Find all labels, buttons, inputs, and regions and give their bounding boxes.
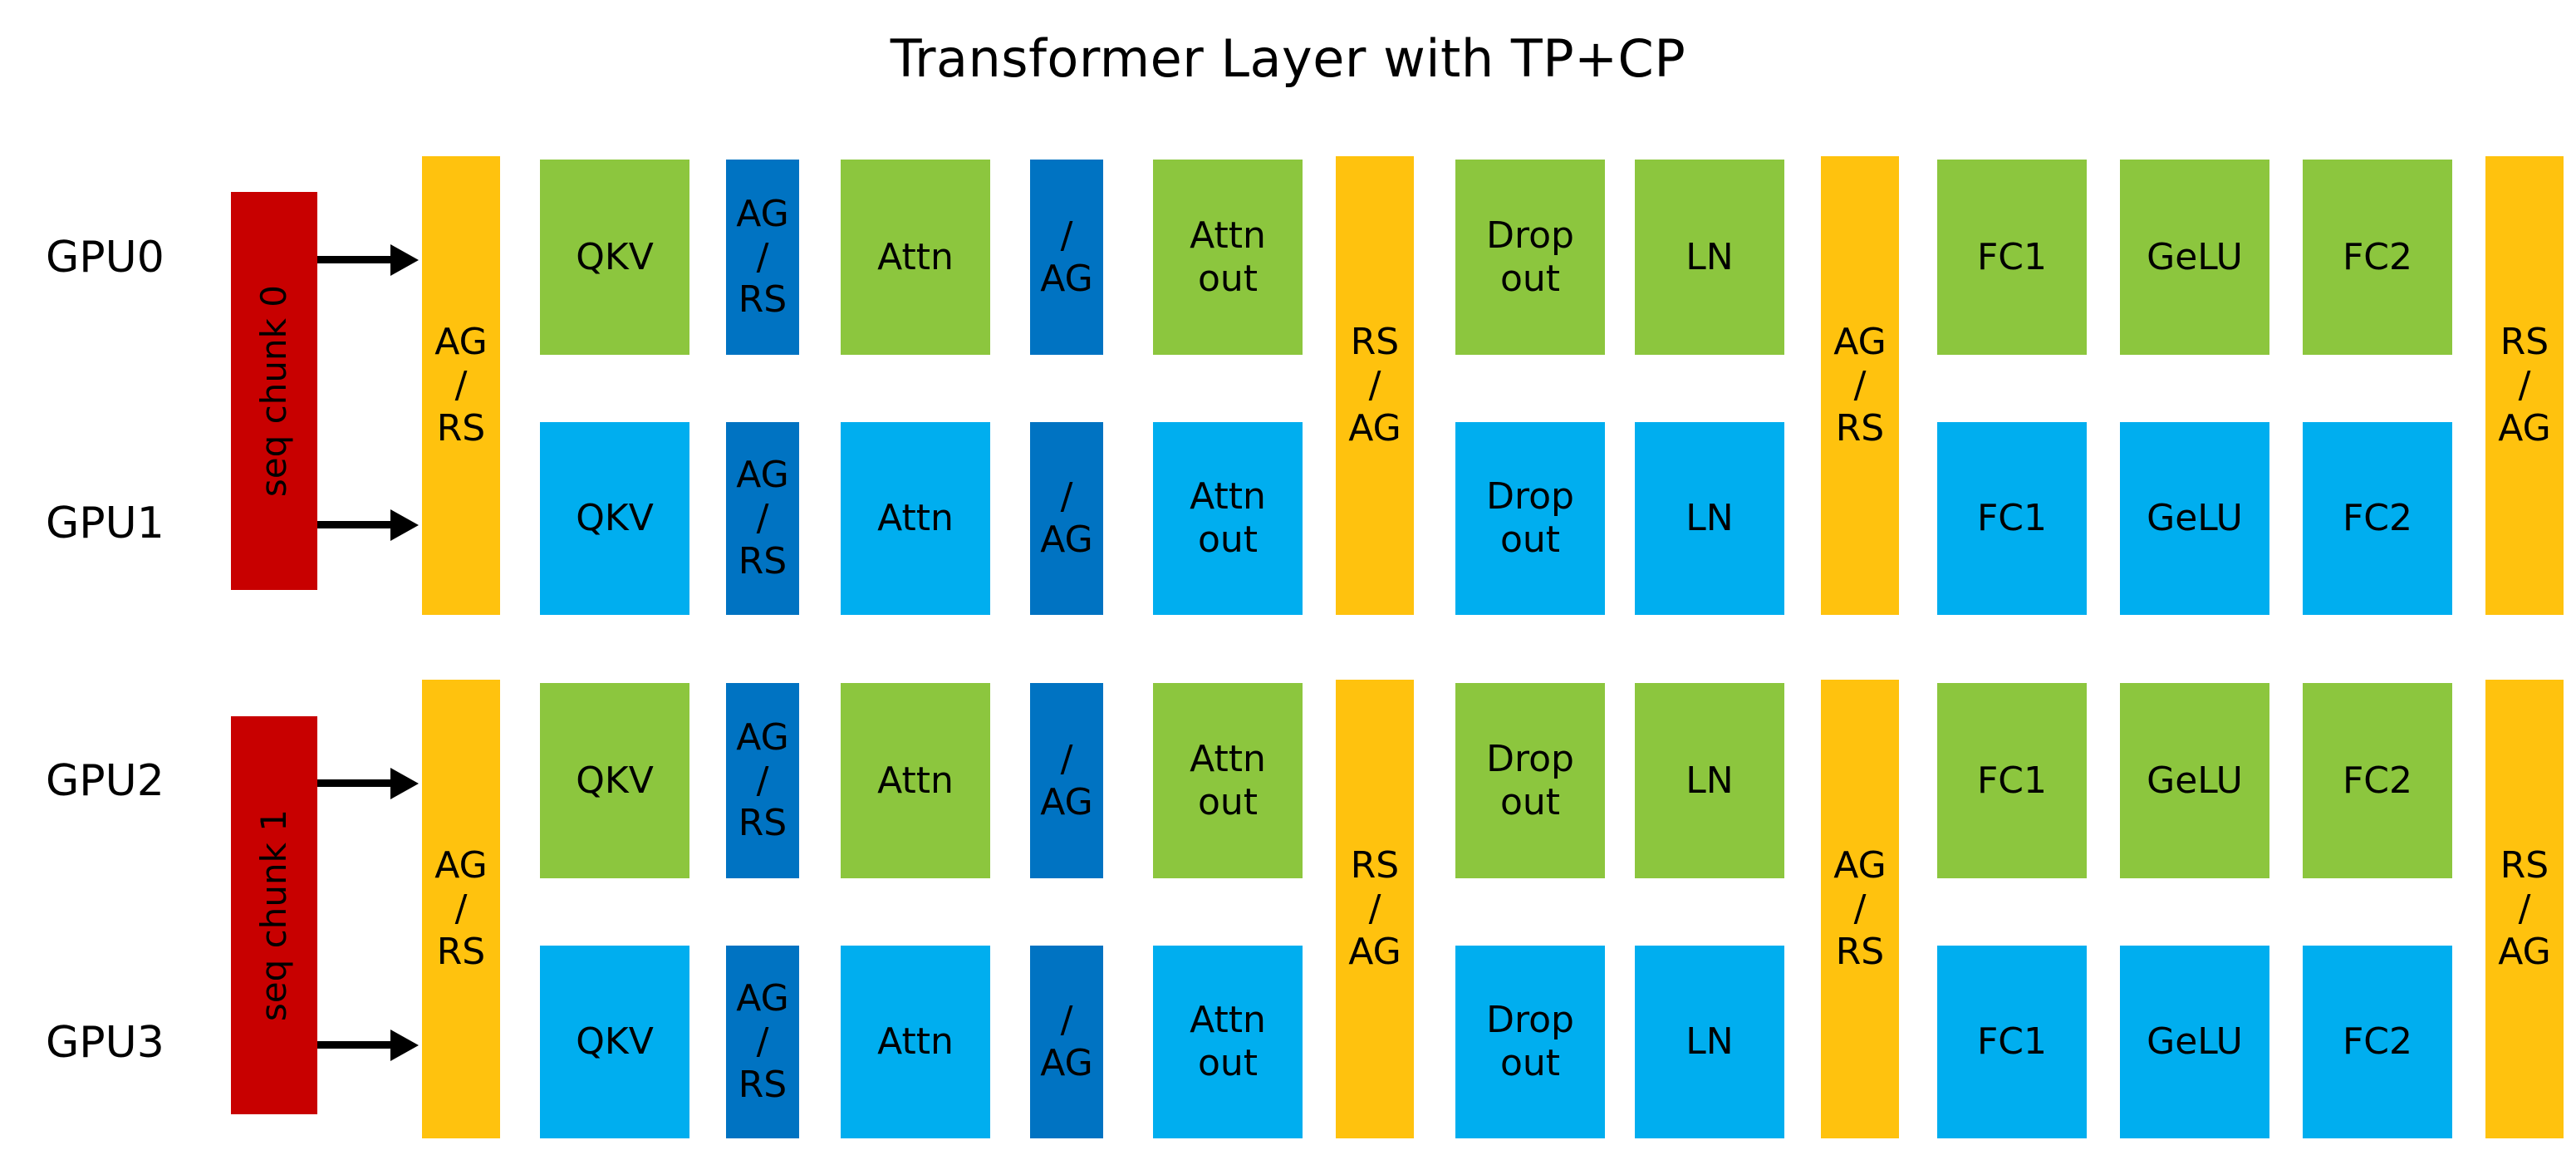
block-ag-gpu1: / AG bbox=[1030, 422, 1103, 615]
block-fc1-gpu2: FC1 bbox=[1937, 683, 2087, 878]
block-attn-gpu2: Attn bbox=[841, 683, 990, 878]
block-attn-gpu1: Attn bbox=[841, 422, 990, 615]
block-attn-gpu3: Attn bbox=[841, 946, 990, 1138]
block-ln-gpu3: LN bbox=[1635, 946, 1784, 1138]
block-fc1-gpu3: FC1 bbox=[1937, 946, 2087, 1138]
block-ag-rs-gpu2: AG / RS bbox=[726, 683, 799, 878]
block-ag-gpu2: / AG bbox=[1030, 683, 1103, 878]
block-attn-gpu0: Attn bbox=[841, 160, 990, 355]
block-ag-rs-gpu1: AG / RS bbox=[726, 422, 799, 615]
group-col-rs-ag-output-top: RS / AG bbox=[2485, 156, 2564, 615]
block-ln-gpu1: LN bbox=[1635, 422, 1784, 615]
group-col-rs-ag-attn-bottom: RS / AG bbox=[1336, 680, 1414, 1138]
block-fc1-gpu0: FC1 bbox=[1937, 160, 2087, 355]
block-attn-out-gpu3: Attn out bbox=[1153, 946, 1303, 1138]
block-gelu-gpu2: GeLU bbox=[2120, 683, 2269, 878]
group-col-ag-rs-input-bottom: AG / RS bbox=[422, 680, 500, 1138]
block-gelu-gpu3: GeLU bbox=[2120, 946, 2269, 1138]
block-dropout-gpu2: Drop out bbox=[1455, 683, 1605, 878]
block-fc2-gpu0: FC2 bbox=[2303, 160, 2452, 355]
block-dropout-gpu3: Drop out bbox=[1455, 946, 1605, 1138]
gpu-label-2: GPU2 bbox=[46, 756, 164, 806]
group-col-ag-rs-mlp-top: AG / RS bbox=[1821, 156, 1899, 615]
block-ag-rs-gpu0: AG / RS bbox=[726, 160, 799, 355]
block-ag-gpu0: / AG bbox=[1030, 160, 1103, 355]
block-ag-gpu3: / AG bbox=[1030, 946, 1103, 1138]
group-col-rs-ag-attn-top: RS / AG bbox=[1336, 156, 1414, 615]
page-title: Transformer Layer with TP+CP bbox=[890, 28, 1686, 89]
seq-chunk-0-block: seq chunk 0 bbox=[231, 192, 317, 590]
group-col-rs-ag-output-bottom: RS / AG bbox=[2485, 680, 2564, 1138]
block-fc2-gpu2: FC2 bbox=[2303, 683, 2452, 878]
seq-chunk-0-label: seq chunk 0 bbox=[253, 284, 295, 498]
gpu-label-0: GPU0 bbox=[46, 233, 164, 283]
block-qkv-gpu3: QKV bbox=[540, 946, 689, 1138]
block-qkv-gpu1: QKV bbox=[540, 422, 689, 615]
block-dropout-gpu0: Drop out bbox=[1455, 160, 1605, 355]
seq-chunk-1-label: seq chunk 1 bbox=[253, 808, 295, 1022]
block-ln-gpu0: LN bbox=[1635, 160, 1784, 355]
block-ag-rs-gpu3: AG / RS bbox=[726, 946, 799, 1138]
group-col-ag-rs-input-top: AG / RS bbox=[422, 156, 500, 615]
block-attn-out-gpu2: Attn out bbox=[1153, 683, 1303, 878]
block-ln-gpu2: LN bbox=[1635, 683, 1784, 878]
block-attn-out-gpu1: Attn out bbox=[1153, 422, 1303, 615]
block-qkv-gpu0: QKV bbox=[540, 160, 689, 355]
block-fc2-gpu1: FC2 bbox=[2303, 422, 2452, 615]
gpu-label-3: GPU3 bbox=[46, 1018, 164, 1068]
block-gelu-gpu0: GeLU bbox=[2120, 160, 2269, 355]
block-fc1-gpu1: FC1 bbox=[1937, 422, 2087, 615]
block-qkv-gpu2: QKV bbox=[540, 683, 689, 878]
gpu-label-1: GPU1 bbox=[46, 499, 164, 548]
seq-chunk-1-block: seq chunk 1 bbox=[231, 716, 317, 1114]
block-gelu-gpu1: GeLU bbox=[2120, 422, 2269, 615]
block-dropout-gpu1: Drop out bbox=[1455, 422, 1605, 615]
block-attn-out-gpu0: Attn out bbox=[1153, 160, 1303, 355]
block-fc2-gpu3: FC2 bbox=[2303, 946, 2452, 1138]
group-col-ag-rs-mlp-bottom: AG / RS bbox=[1821, 680, 1899, 1138]
